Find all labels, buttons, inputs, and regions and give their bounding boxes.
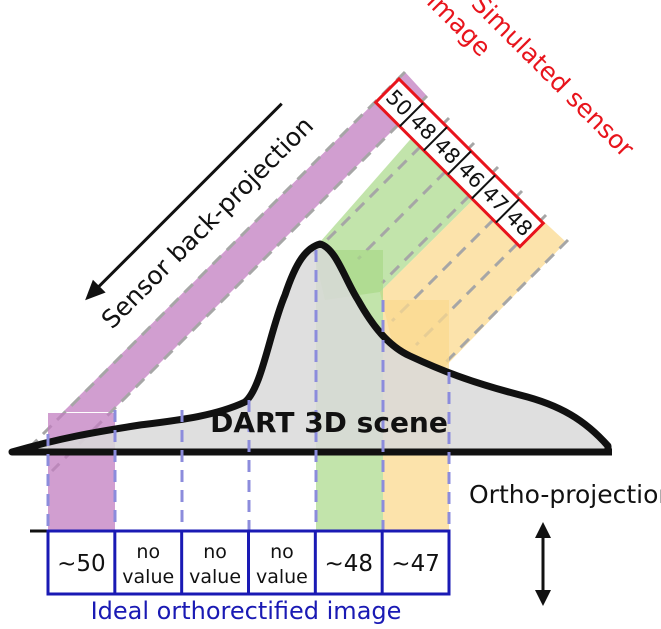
ortho-cell-line1: no bbox=[270, 541, 294, 563]
terrain-profile bbox=[8, 240, 612, 456]
ortho-image: ~50 no value no value no value ~48 ~47 bbox=[46, 529, 451, 596]
ortho-cell-value: ~50 bbox=[57, 551, 106, 577]
ortho-cell-value: ~48 bbox=[324, 551, 373, 577]
ortho-cell-line1: no bbox=[136, 541, 160, 563]
scene-label: DART 3D scene bbox=[210, 406, 448, 439]
ortho-projection-label: Ortho-projection bbox=[469, 480, 661, 509]
sensor-title-line1: Simulated sensor bbox=[466, 0, 641, 163]
sensor-cell-divider bbox=[447, 150, 472, 176]
sensor-cell-divider bbox=[495, 198, 520, 224]
ortho-cell-line2: value bbox=[122, 566, 174, 588]
backprojection-arrow-shaft bbox=[95, 102, 283, 291]
ortho-cells: ~50 no value no value no value ~48 ~47 bbox=[57, 531, 440, 594]
ideal-image-label: Ideal orthorectified image bbox=[91, 597, 402, 625]
ortho-cell-line2: value bbox=[189, 566, 241, 588]
ortho-cell-value: ~47 bbox=[391, 551, 440, 577]
ortho-cell-line2: value bbox=[256, 566, 308, 588]
sensor-cell-divider bbox=[423, 126, 448, 152]
vertical-dashed-lines bbox=[46, 250, 451, 531]
purple-band bbox=[63, 72, 427, 412]
ortho-cell-line1: no bbox=[203, 541, 227, 563]
backprojection-arrowhead bbox=[85, 279, 106, 301]
sensor-cell-divider bbox=[471, 174, 496, 200]
sensor-cell-divider bbox=[399, 102, 424, 128]
ortho-double-arrow bbox=[535, 522, 551, 606]
